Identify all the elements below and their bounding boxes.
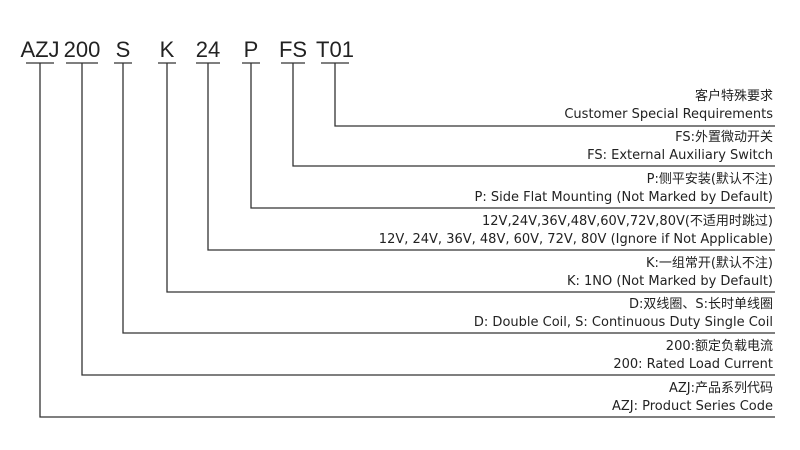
- desc-custom-en: Customer Special Requirements: [564, 107, 773, 122]
- desc-aux-switch-en: FS: External Auxiliary Switch: [587, 148, 773, 163]
- desc-voltage-en: 12V, 24V, 36V, 48V, 60V, 72V, 80V (Ignor…: [379, 232, 773, 247]
- desc-aux-switch-zh: FS:外置微动开关: [675, 130, 773, 145]
- code-current: 200: [64, 37, 101, 62]
- descriptions: 客户特殊要求 Customer Special Requirements FS:…: [379, 88, 773, 414]
- desc-coil-zh: D:双线圈、S:长时单线圈: [629, 297, 773, 312]
- desc-mounting-en: P: Side Flat Mounting (Not Marked by Def…: [475, 190, 773, 205]
- desc-current-en: 200: Rated Load Current: [613, 357, 773, 372]
- desc-coil-en: D: Double Coil, S: Continuous Duty Singl…: [474, 315, 773, 330]
- leader-voltage: [207, 63, 775, 251]
- code-coil: S: [116, 37, 131, 62]
- desc-contact-zh: K:一组常开(默认不注): [646, 255, 773, 271]
- desc-voltage-zh: 12V,24V,36V,48V,60V,72V,80V(不适用时跳过): [482, 214, 773, 229]
- leader-mounting: [250, 63, 775, 209]
- desc-custom-zh: 客户特殊要求: [695, 88, 773, 104]
- code-custom: T01: [316, 37, 354, 62]
- code-aux-switch: FS: [279, 37, 307, 62]
- leader-contact: [166, 63, 775, 293]
- leader-lines: [39, 63, 775, 418]
- leader-current: [81, 63, 775, 376]
- leader-custom: [334, 63, 775, 127]
- code-contact: K: [160, 37, 175, 62]
- code-series: AZJ: [20, 37, 59, 62]
- leader-aux-switch: [292, 63, 775, 167]
- desc-series-zh: AZJ:产品系列代码: [669, 381, 773, 396]
- code-voltage: 24: [196, 37, 220, 62]
- desc-mounting-zh: P:侧平安装(默认不注): [647, 171, 773, 187]
- code-mounting: P: [244, 37, 259, 62]
- desc-contact-en: K: 1NO (Not Marked by Default): [567, 274, 773, 289]
- leader-series: [39, 63, 775, 418]
- leader-coil: [122, 63, 775, 334]
- model-code: AZJ 200 S K 24 P FS T01: [20, 37, 354, 62]
- desc-series-en: AZJ: Product Series Code: [612, 399, 773, 414]
- desc-current-zh: 200:额定负载电流: [666, 339, 773, 354]
